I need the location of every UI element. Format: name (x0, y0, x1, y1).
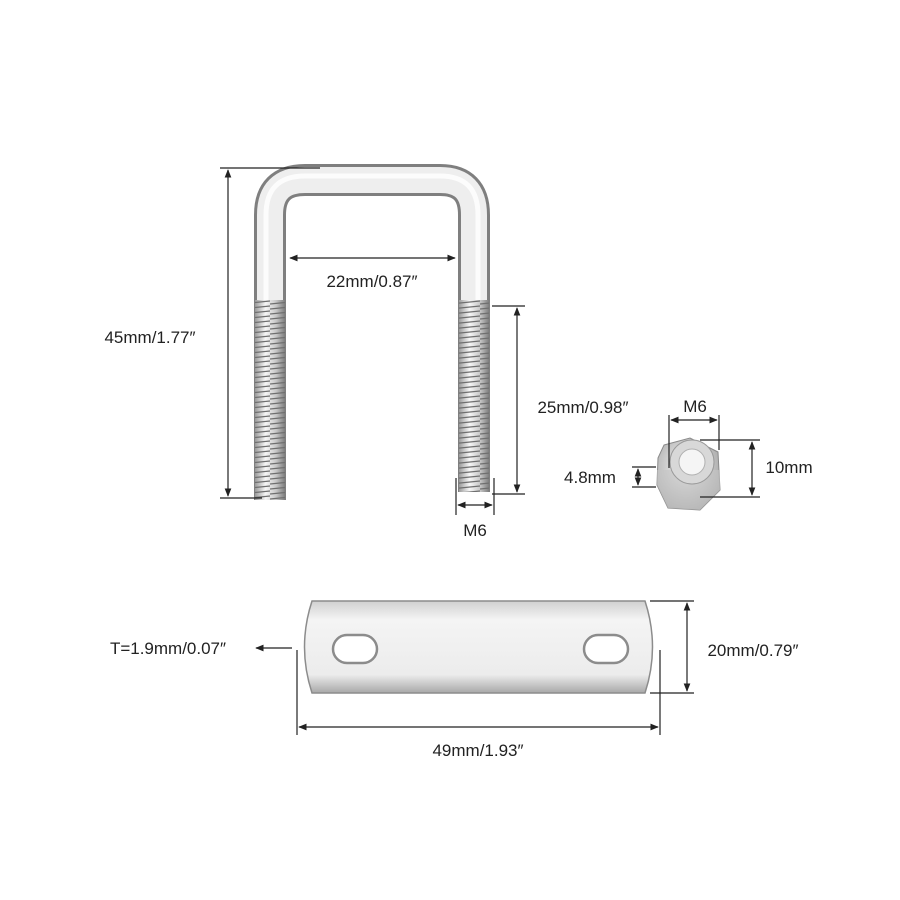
right-slot (582, 633, 630, 665)
nut-thread-size-label: M6 (683, 397, 707, 416)
nut-thickness-dimension: 4.8mm (564, 466, 656, 488)
nut-width-label: 10mm (765, 458, 812, 477)
nut-thickness-label: 4.8mm (564, 468, 616, 487)
plate-width-dimension: 20mm/0.79″ (650, 600, 799, 694)
overall-length-dimension: 45mm/1.77″ (104, 167, 320, 499)
u-bolt (254, 164, 490, 500)
plate-thickness-label: T=1.9mm/0.07″ (110, 639, 226, 658)
thread-length-label: 25mm/0.98″ (537, 398, 628, 417)
bolt-thread-size-dimension: M6 (455, 478, 495, 540)
nut-width-dimension: 10mm (700, 439, 813, 498)
hex-nut (656, 437, 721, 511)
left-slot (331, 633, 379, 665)
inner-width-dimension: 22mm/0.87″ (289, 254, 456, 291)
overall-length-label: 45mm/1.77″ (104, 328, 195, 347)
plate-width-label: 20mm/0.79″ (707, 641, 798, 660)
backing-plate (303, 600, 654, 694)
plate-thickness-dimension: T=1.9mm/0.07″ (110, 639, 292, 658)
thread-length-dimension: 25mm/0.98″ (492, 305, 629, 495)
plate-length-dimension: 49mm/1.93″ (296, 650, 661, 760)
inner-width-label: 22mm/0.87″ (326, 272, 417, 291)
plate-length-label: 49mm/1.93″ (432, 741, 523, 760)
bolt-thread-size-label: M6 (463, 521, 487, 540)
nut-thread-size-dimension: M6 (668, 397, 720, 468)
